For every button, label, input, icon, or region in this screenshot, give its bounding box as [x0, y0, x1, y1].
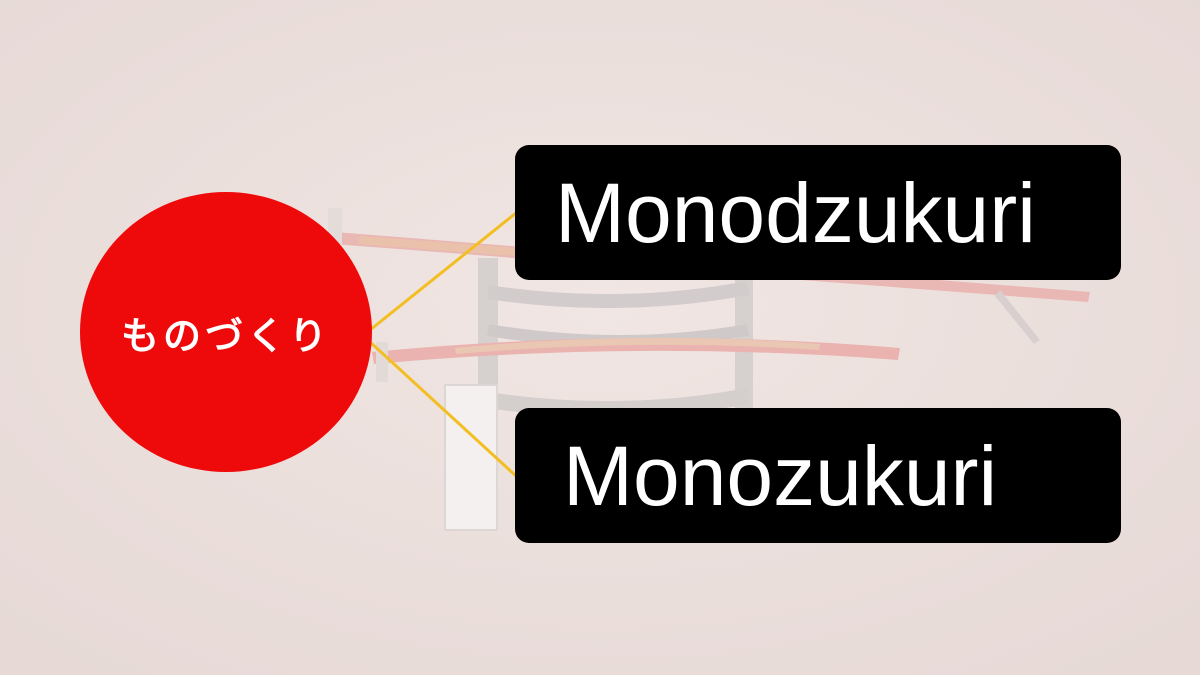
romanization-box-monozukuri: Monozukuri: [515, 408, 1121, 543]
romanization-label: Monodzukuri: [555, 165, 1036, 260]
romanization-box-monodzukuri: Monodzukuri: [515, 145, 1121, 280]
romanization-label: Monozukuri: [563, 428, 998, 523]
japanese-term-label: ものづくり: [120, 313, 331, 358]
connector-to-monozukuri: [368, 340, 518, 478]
monozukuri-japanese-circle: ものづくり: [80, 192, 372, 472]
connector-to-monodzukuri: [369, 211, 517, 332]
